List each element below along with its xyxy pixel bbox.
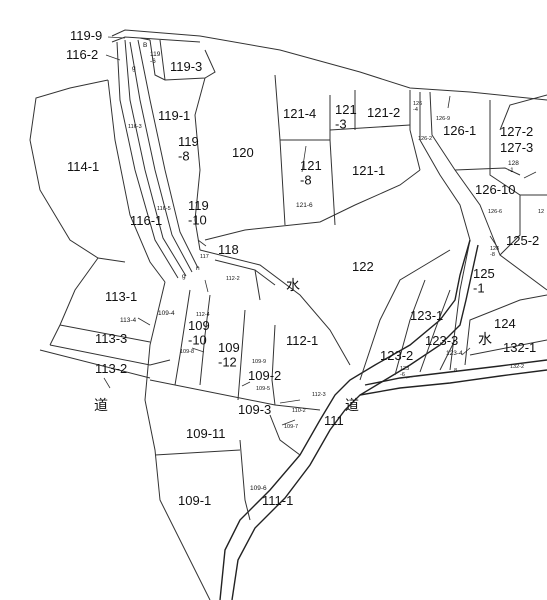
label-109-12: 109-12: [218, 340, 240, 369]
label-113-1: 113-1: [105, 289, 137, 304]
label-128-1: 128-1: [508, 160, 519, 174]
label-109-3: 109-3: [238, 402, 271, 417]
label-112-1: 112-1: [286, 333, 318, 348]
map-symbols: 水 水 道 道: [94, 277, 492, 413]
label-112-3: 112-3: [312, 392, 326, 398]
label-125-2: 125-2: [506, 233, 539, 248]
label-121-2: 121-2: [367, 105, 400, 120]
label-120: 120: [232, 145, 254, 160]
label-112-2: 112-2: [226, 276, 240, 282]
label-110-2: 110-2: [292, 408, 306, 414]
label-g-mid: g: [182, 273, 186, 280]
label-113-3: 113-3: [95, 331, 127, 346]
label-123-2: 123-2: [380, 348, 413, 363]
label-109-7: 109-7: [284, 424, 298, 430]
label-116-5: 116-5: [157, 206, 171, 212]
label-122: 122: [352, 259, 374, 274]
label-121-1: 121-1: [352, 163, 385, 178]
label-112-4: 112-4: [196, 312, 210, 318]
label-126-2: 126-2: [418, 136, 432, 142]
label-126-9: 126-9: [436, 116, 450, 122]
label-126-1: 126-1: [443, 123, 476, 138]
label-109-8: 109-8: [180, 349, 194, 355]
label-109-9: 109-9: [252, 359, 266, 365]
label-109-6: 109-6: [250, 485, 267, 492]
label-109-4: 109-4: [158, 310, 175, 317]
label-113-2: 113-2: [95, 361, 127, 376]
label-125-1: 125-1: [473, 266, 495, 295]
label-123-1: 123-1: [410, 308, 443, 323]
label-119-10: 119-10: [188, 198, 209, 227]
label-126-4: 126-4: [413, 101, 422, 113]
label-123-6: 123-6: [400, 366, 409, 378]
label-126-8: 126-8: [490, 246, 499, 258]
road-symbol-left: 道: [94, 397, 108, 413]
label-121-8: 121-8: [300, 158, 322, 187]
parcel-labels: 119-9 116-2 B 119-6 119-3 g 121-4 121-3 …: [66, 28, 544, 508]
label-127-3: 127-3: [500, 140, 533, 155]
label-121-4: 121-4: [283, 106, 316, 121]
label-119-8: 119-8: [178, 134, 199, 163]
parcel-boundaries: [29, 29, 547, 600]
water-symbol: 水: [286, 277, 300, 293]
label-119-3: 119-3: [170, 59, 202, 74]
label-132-2: 132-2: [510, 364, 524, 370]
label-119-9: 119-9: [70, 28, 102, 43]
label-109-10: 109-10: [188, 318, 210, 347]
label-117: 117: [200, 254, 209, 260]
label-111-1: 111-1: [262, 493, 293, 508]
label-109-1: 109-1: [178, 493, 211, 508]
label-118: 118: [218, 242, 239, 257]
label-121-6: 121-6: [296, 202, 313, 209]
label-121-3: 121-3: [335, 102, 357, 131]
label-126-10: 126-10: [475, 182, 515, 197]
label-116-1: 116-1: [130, 213, 162, 228]
label-116-3: 116-3: [128, 124, 142, 130]
label-111: 111: [324, 413, 344, 428]
label-109-5: 109-5: [256, 386, 270, 392]
leader-arrows: [103, 36, 537, 426]
label-113-4: 113-4: [120, 317, 137, 324]
label-8: 8: [454, 368, 457, 374]
label-119-6: 119-6: [150, 51, 161, 65]
label-small-x: B: [143, 42, 147, 49]
label-114-1: 114-1: [67, 159, 99, 174]
label-124: 124: [494, 316, 516, 331]
label-116-2: 116-2: [66, 47, 98, 62]
label-109-11: 109-11: [186, 426, 226, 441]
label-12x: 12: [538, 209, 544, 215]
label-132-1: 132-1: [503, 340, 536, 355]
label-g-top: g: [132, 65, 136, 72]
label-n: n: [196, 265, 200, 272]
water-symbol-2: 水: [478, 331, 492, 347]
label-126-6: 126-6: [488, 209, 502, 215]
label-109-2: 109-2: [248, 368, 281, 383]
label-123-3: 123-3: [425, 333, 458, 348]
label-127-2: 127-2: [500, 124, 533, 139]
label-119-1: 119-1: [158, 108, 190, 123]
label-123-4: 123-4: [446, 350, 463, 357]
road-symbol-right: 道: [345, 397, 359, 413]
